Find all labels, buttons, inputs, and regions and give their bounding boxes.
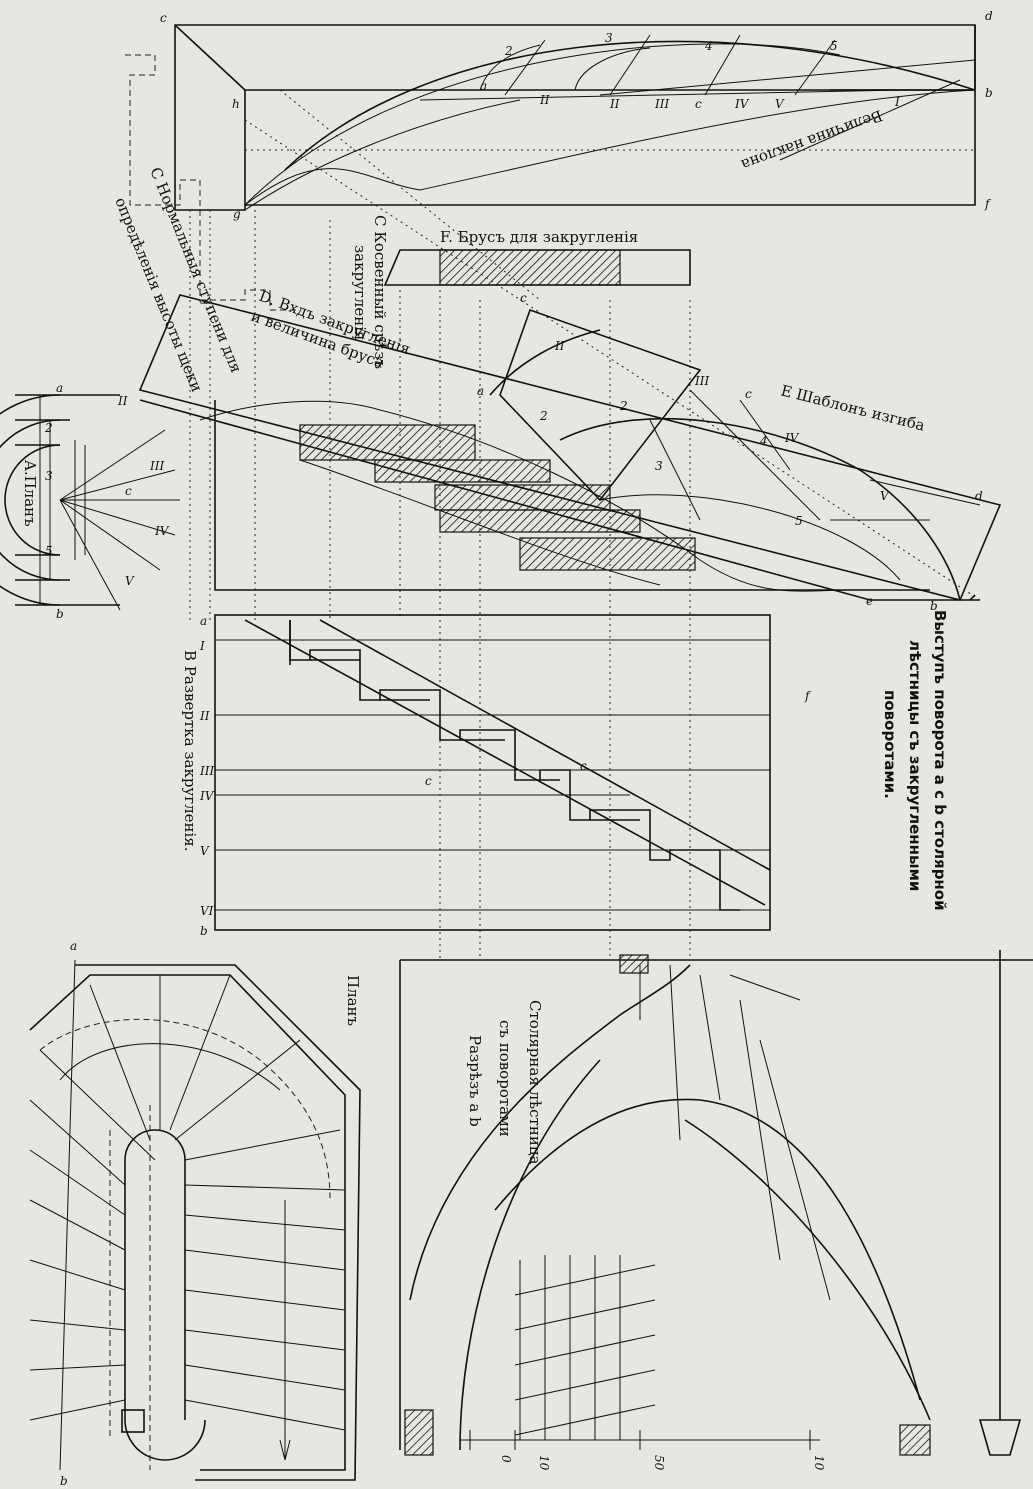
roman-4-e: IV <box>784 431 800 445</box>
point-c-e: c <box>520 291 527 305</box>
point-d-top: d <box>985 9 993 23</box>
roman-1-top: I <box>894 95 900 109</box>
stair-plan <box>29 959 361 1481</box>
point-d-e: d <box>975 489 983 503</box>
label-a-plan: A.Планъ <box>21 459 39 527</box>
point-b-top: b <box>985 86 993 100</box>
arabic-2-top: 2 <box>504 44 513 58</box>
roman-2-e: II <box>554 339 565 353</box>
arabic-4-top: 4 <box>704 39 713 53</box>
roman-3-plan: III <box>149 459 164 473</box>
roman-4-plan: IV <box>154 524 170 538</box>
arabic-3-e: 3 <box>655 459 663 473</box>
roman-5-plan: V <box>125 574 135 588</box>
label-e-template: E Шаблонъ изгиба <box>779 381 927 434</box>
point-c2-e: c <box>745 387 752 401</box>
roman-4-b: IV <box>199 789 215 803</box>
plan-a <box>0 394 180 611</box>
label-incline: Величина наклона <box>739 106 885 174</box>
perspective-box <box>174 24 976 211</box>
roman-2b-top: II <box>609 97 620 111</box>
arabic-2b-e: 2 <box>619 399 628 413</box>
point-c-plan: c <box>125 484 132 498</box>
scale-0: 0 <box>499 1455 513 1463</box>
point-g-top: g <box>233 207 241 221</box>
roman-2-top: II <box>539 93 550 107</box>
stair-section <box>399 950 1033 1456</box>
construction-lines <box>189 89 981 960</box>
label-c-oblique-2: закругленія <box>351 245 369 340</box>
unfolding-b <box>214 614 771 931</box>
arabic-2-plan: 2 <box>44 421 53 435</box>
point-a-plan: a <box>56 381 63 395</box>
point-c-mid-top: c <box>695 97 702 111</box>
scale-10: 10 <box>537 1455 551 1471</box>
arabic-5-plan: 5 <box>45 544 53 558</box>
arabic-3-top: 3 <box>605 31 613 45</box>
roman-1-b: I <box>199 639 205 653</box>
label-f-beam: F. Брусъ для закругленія <box>440 228 638 246</box>
roman-5-e: V <box>880 489 890 503</box>
point-a-b: a <box>200 614 207 628</box>
arabic-3-plan: 3 <box>45 469 53 483</box>
point-b-plan: b <box>56 607 64 621</box>
title-main-3: поворотами. <box>881 690 899 799</box>
beam-f <box>383 249 691 286</box>
scale-50: 50 <box>652 1455 666 1471</box>
arabic-2-e: 2 <box>539 409 548 423</box>
point-f-e: f <box>804 689 812 703</box>
roman-5-top: V <box>775 97 785 111</box>
point-a-top: a <box>480 79 487 93</box>
label-c-normal-1: C Нормальныя ступени для <box>146 165 245 376</box>
point-a-plan2: a <box>70 939 77 953</box>
point-c-top: c <box>160 11 167 25</box>
roman-3-top: III <box>654 97 669 111</box>
roman-3-e: III <box>694 374 709 388</box>
point-b-plan2: b <box>60 1474 68 1488</box>
label-c-oblique-1: C Косвенный срѣзъ <box>371 215 389 369</box>
roman-2-plan: II <box>117 394 128 408</box>
point-c-b: c <box>425 774 432 788</box>
title-main-2: лѣстницы съ закругленными <box>906 640 924 891</box>
label-c-normal-2: опредѣленія высоты щеки <box>111 195 206 395</box>
point-e-e: e <box>866 594 873 608</box>
roman-4-top: IV <box>734 97 750 111</box>
label-b-unfold: B Развертка закругленія. <box>181 650 199 852</box>
arabic-5-top: 5 <box>830 39 838 53</box>
point-c2-b: c <box>580 759 587 773</box>
label-section: Разрѣзъ a b <box>466 1035 484 1127</box>
roman-5-b: V <box>200 844 210 858</box>
arabic-5-e: 5 <box>795 514 803 528</box>
point-f-top: f <box>984 197 992 211</box>
label-plan: Планъ <box>344 975 362 1026</box>
roman-3-b: III <box>199 764 214 778</box>
stair-title-1: Столярная лѣстница <box>526 1000 544 1164</box>
point-b-e: b <box>930 599 938 613</box>
title-main-1: Выступъ поворота a c b столярной <box>931 610 949 911</box>
point-b-b: b <box>200 924 208 938</box>
roman-6-b: VI <box>200 904 214 918</box>
roman-2-b: II <box>199 709 210 723</box>
scale-10b: 10 <box>812 1455 826 1471</box>
point-h-top: h <box>232 97 240 111</box>
point-a-e: a <box>477 384 484 398</box>
entry-band-d <box>214 400 930 591</box>
stair-title-2: съ поворотами <box>496 1020 514 1137</box>
arabic-4-e: 4 <box>759 434 768 448</box>
